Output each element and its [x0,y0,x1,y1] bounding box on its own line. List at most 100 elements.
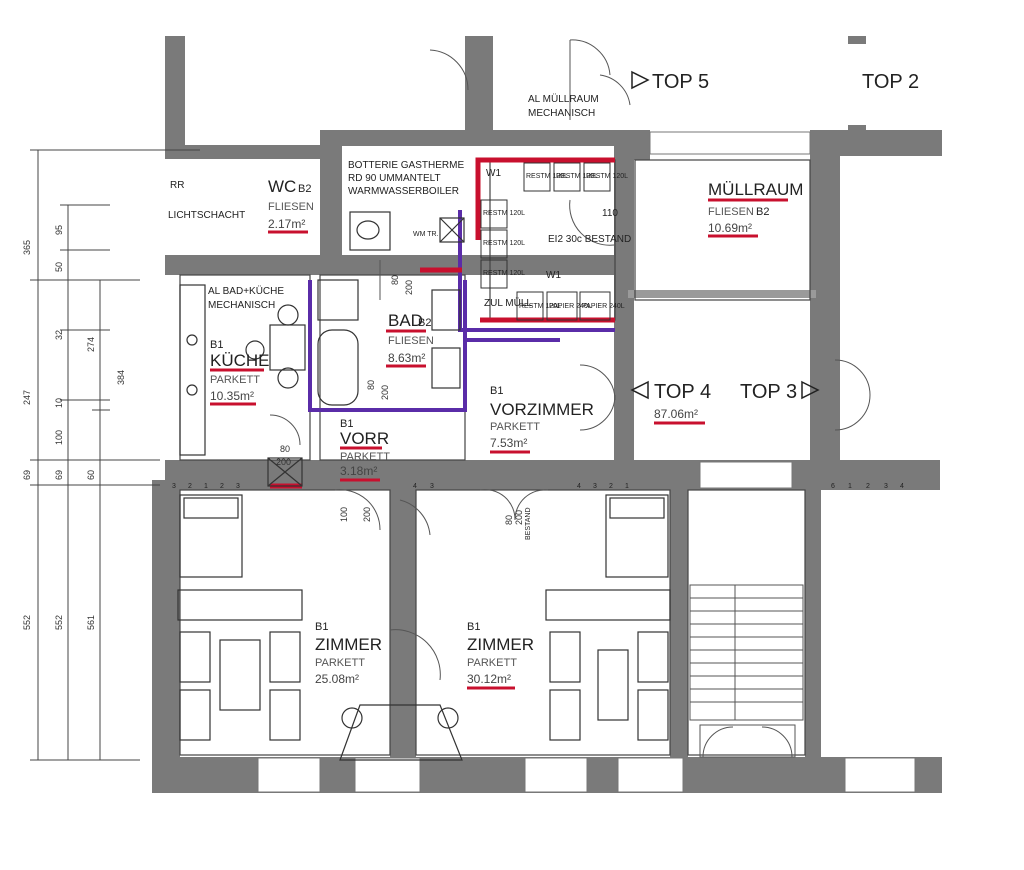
window-number: 6 [831,483,835,490]
sink-2 [431,347,461,389]
room-name: VORR [340,429,389,448]
door-dimensions: 80 200 80 200 80 200 100 200 80 200 [276,275,524,525]
furniture [177,211,671,761]
lichtschacht-label: LICHTSCHACHT [168,210,245,221]
room-floor: FLIESEN [268,201,314,213]
dim-outer: 365 [22,240,32,255]
door-dim: 100 [339,507,349,522]
room-floor: PARKETT [210,374,260,386]
window-number: 2 [220,483,224,490]
bin-label: RESTM 120L [526,173,568,180]
door-dim: 80 [366,380,376,390]
window-number: 1 [625,483,629,490]
room-vorr: B1 VORR PARKETT 3.18m² [340,418,390,482]
room-code: B2 [418,317,431,329]
window-number: 3 [172,483,176,490]
al-muellraum-line1: AL MÜLLRAUM [528,93,599,105]
room-code: B2 [756,206,769,218]
bay-seat [339,704,463,761]
shower [317,279,359,321]
door-dim: 200 [380,385,390,400]
top4-arrow-icon [630,380,649,400]
dim-middle: 69 [54,470,64,480]
dim-outer: 552 [22,615,32,630]
rr-label: RR [170,180,184,191]
dim-middle: 10 [54,398,64,408]
dimension-labels: 365 247 69 552 95 50 32 10 100 69 552 27… [22,225,126,630]
bin-label: PAPIER 240L [549,303,592,310]
bin-label: RESTM 120L [586,173,628,180]
dim-inner: 561 [86,615,96,630]
dim-inner: 60 [86,470,96,480]
room-name: VORZIMMER [490,400,594,419]
room-code: B1 [315,621,328,633]
table-left [219,639,261,711]
window-numbers: 3 2 1 2 3 4 3 4 3 2 1 6 1 2 3 4 [172,483,904,490]
bin-labels: RESTM 120L RESTM 120L RESTM 120L RESTM 1… [483,173,628,310]
door-dim: 200 [276,457,291,467]
room-zimmer-left: B1 ZIMMER PARKETT 25.08m² [315,621,382,686]
al-muellraum-line2: MECHANISCH [528,108,595,119]
door-dim: 80 [280,444,290,454]
window-number: 4 [900,483,904,490]
room-area: 30.12m² [467,672,511,686]
top3-arrow-icon [801,380,820,400]
room-area: 2.17m² [268,217,305,231]
windows [257,131,916,793]
dim-middle: 100 [54,430,64,445]
dim-inner: 384 [116,370,126,385]
bin-label: RESTM 120L [483,270,525,277]
zul-muell-label: ZUL MÜLL [484,297,532,309]
annotations: RR LICHTSCHACHT AL MÜLLRAUM MECHANISCH A… [168,93,631,540]
staircase [689,584,804,758]
room-code: B1 [490,385,503,397]
botterie-line1: BOTTERIE GASTHERME [348,160,464,171]
top3-label: TOP 3 [740,381,797,403]
zimmer-right-outline [415,489,671,756]
room-name: BAD [388,311,423,330]
al-bad-line1: AL BAD+KÜCHE [208,285,284,297]
dim-middle: 32 [54,330,64,340]
room-code: B1 [210,339,223,351]
bin-label: RESTM 120L [483,240,525,247]
bestand-label-2: BESTAND [525,507,532,540]
window-number: 3 [884,483,888,490]
room-name: KÜCHE [210,351,270,370]
door-dim: 200 [514,510,524,525]
window-number: 2 [866,483,870,490]
bed-right [605,494,669,578]
wardrobe-left [177,589,303,621]
room-code: B1 [467,621,480,633]
room-zimmer-right: B1 ZIMMER PARKETT 30.12m² [467,621,534,690]
room-floor: PARKETT [490,421,540,433]
window-number: 4 [413,483,417,490]
window-number: 4 [577,483,581,490]
zimmer-left-outline [179,489,391,756]
door-dim: 80 [504,515,514,525]
room-floor: PARKETT [340,451,390,463]
wm-tr-label: WM TR. [413,231,439,238]
room-area: 3.18m² [340,464,377,478]
botterie-line2: RD 90 UMMANTELT [348,173,441,184]
botterie-line3: WARMWASSERBOILER [348,186,459,197]
wardrobe-right [545,589,671,621]
room-name: ZIMMER [467,635,534,654]
top4-area: 87.06m² [654,407,698,421]
door-dim: 200 [362,507,372,522]
dim-middle: 552 [54,615,64,630]
room-name: ZIMMER [315,635,382,654]
room-code: B2 [298,183,311,195]
toilet [356,220,380,240]
top4-label: TOP 4 [654,381,711,403]
room-floor: FLIESEN [708,206,754,218]
top2-label: TOP 2 [862,71,919,93]
room-area: 10.69m² [708,221,752,235]
w1-label-a: W1 [486,168,501,179]
room-floor: PARKETT [467,657,517,669]
w1-label-b: W1 [546,270,561,281]
bin-label: RESTM 120L [519,303,561,310]
bin-label: RESTM 120L [483,210,525,217]
unit-labels: TOP 5 TOP 2 TOP 4 87.06m² TOP 3 [630,70,919,425]
door-dim: 200 [404,280,414,295]
